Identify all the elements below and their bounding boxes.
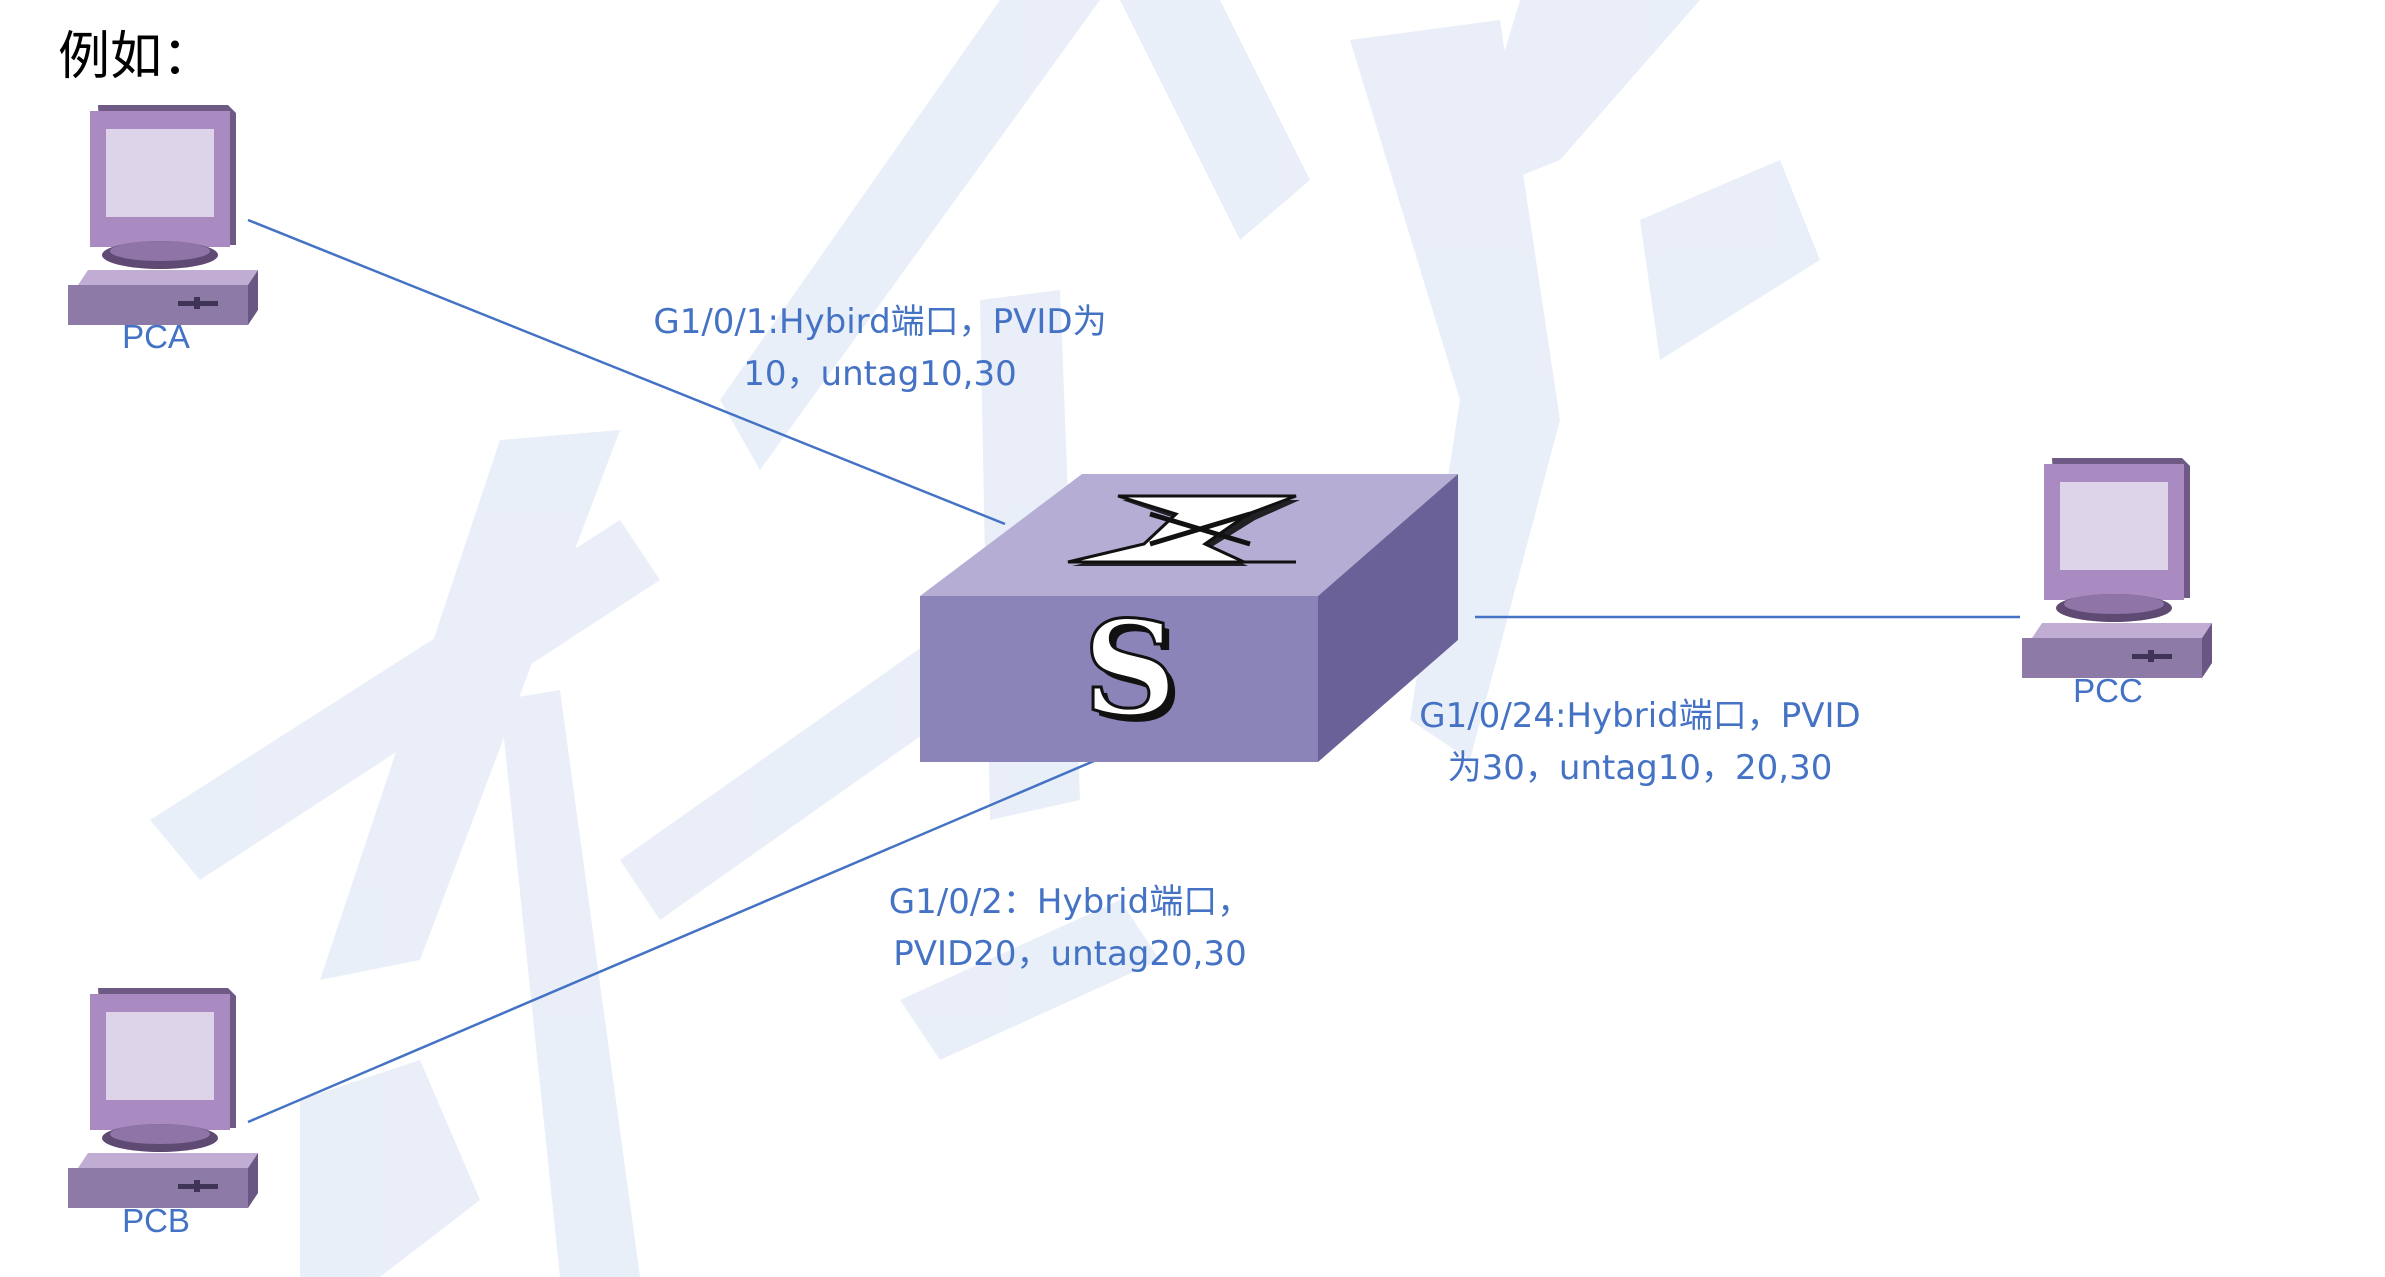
switch-top-logo — [1067, 494, 1300, 566]
port-g2-line2: PVID20，untag20,30 — [893, 934, 1247, 974]
page-heading: 例如： — [58, 27, 215, 87]
port-g1-line1: G1/0/1:Hybird端口，PVID为 — [653, 302, 1107, 342]
port-g1-label: G1/0/1:Hybird端口，PVID为 10，untag10,30 — [630, 296, 1130, 400]
pcc-label: PCC — [2073, 672, 2143, 709]
pca-computer-icon — [68, 105, 258, 325]
pcc-computer-icon — [2022, 458, 2212, 678]
port-g24-line2: 为30，untag10，20,30 — [1447, 748, 1833, 788]
port-g1-line2: 10，untag10,30 — [743, 354, 1017, 394]
link-pcb-switch — [247, 750, 1116, 1124]
switch-icon: S S — [920, 474, 1458, 762]
switch-front-letter-highlight: S — [1083, 592, 1177, 745]
pca-label: PCA — [122, 318, 190, 355]
port-g24-line1: G1/0/24:Hybrid端口，PVID — [1419, 696, 1861, 736]
link-pca-switch — [247, 218, 1006, 526]
port-g24-label: G1/0/24:Hybrid端口，PVID 为30，untag10，20,30 — [1390, 690, 1890, 794]
port-g2-label: G1/0/2：Hybrid端口， PVID20，untag20,30 — [820, 876, 1320, 980]
pcb-label: PCB — [122, 1202, 190, 1239]
switch-front-letter: S — [1089, 598, 1183, 751]
pcb-computer-icon — [68, 988, 258, 1208]
port-g2-line1: G1/0/2：Hybrid端口， — [888, 882, 1252, 922]
